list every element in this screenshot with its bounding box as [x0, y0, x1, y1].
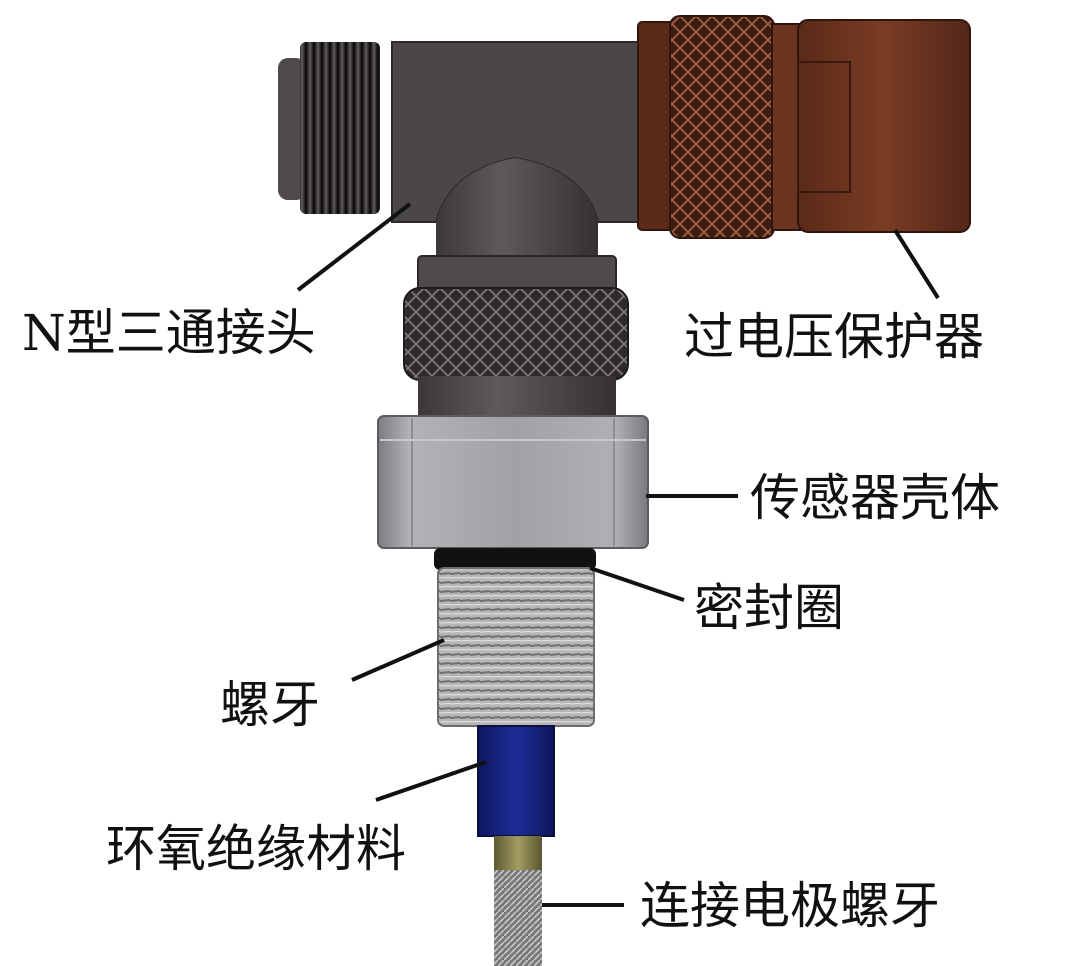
leader-seal	[589, 566, 685, 602]
n-tee-connector	[278, 41, 641, 420]
sensor-housing	[377, 415, 649, 549]
knurled-nut	[403, 287, 629, 381]
label-n-tee: N型三通接头	[22, 304, 316, 362]
electrode-thread	[494, 870, 542, 966]
leader-surge	[893, 228, 940, 300]
protector-flange	[637, 21, 675, 231]
protector-knurl	[669, 15, 775, 239]
housing-block	[377, 415, 649, 549]
label-surge-protector: 过电压保护器	[684, 308, 984, 366]
protector-ring	[771, 23, 801, 231]
seal-ring	[434, 548, 596, 570]
brass-electrode	[494, 836, 542, 872]
label-electrode-thread: 连接电极螺牙	[640, 877, 940, 935]
threaded-section	[437, 567, 595, 727]
epoxy-insulator	[477, 725, 555, 837]
leader-thread	[351, 638, 445, 682]
tee-left-thread	[300, 42, 380, 214]
tee-left-cap	[278, 58, 306, 200]
leader-epoxy	[375, 760, 487, 802]
label-sensor-housing: 传感器壳体	[750, 469, 1000, 527]
tee-neck	[418, 376, 616, 420]
tee-collar	[417, 255, 617, 293]
leader-lines	[296, 202, 940, 907]
label-epoxy: 环氧绝缘材料	[106, 820, 406, 878]
leader-n-tee	[296, 202, 412, 292]
protector-label-area	[797, 61, 851, 193]
label-seal-ring: 密封圈	[694, 579, 844, 637]
label-thread: 螺牙	[220, 676, 320, 734]
tee-stem	[436, 158, 598, 262]
surge-protector	[637, 15, 971, 239]
protector-body	[797, 19, 971, 233]
